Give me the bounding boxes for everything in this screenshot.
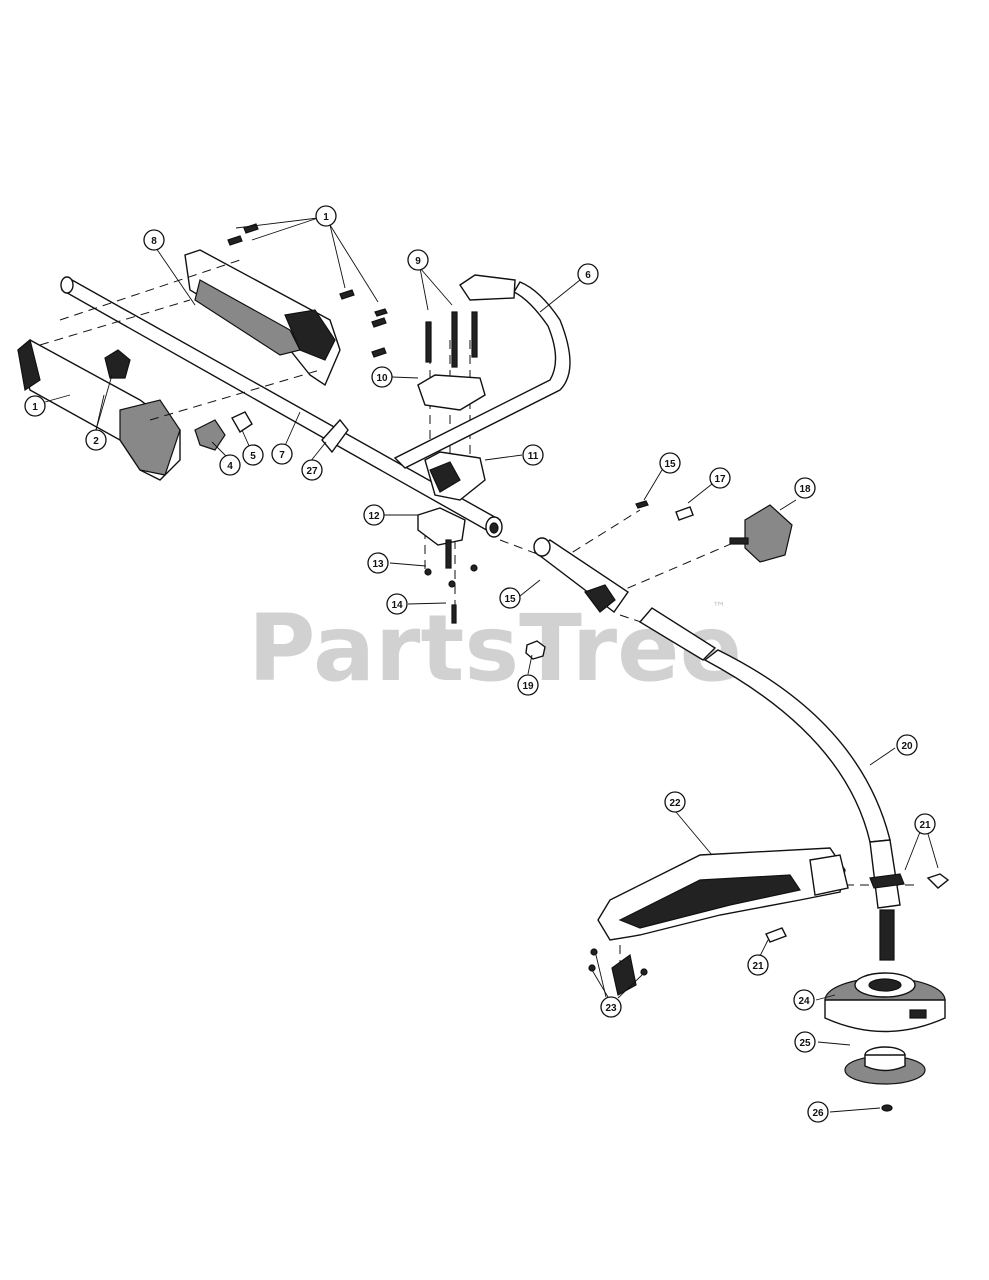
callout-1-left: 1 [24,395,46,417]
callout-25: 25 [794,1031,816,1053]
callout-14: 14 [386,593,408,615]
callout-12: 12 [363,504,385,526]
loop-handle-grip [459,274,516,301]
handle-clamp-assembly [417,311,486,501]
svg-text:21: 21 [752,961,764,972]
svg-text:20: 20 [901,741,913,752]
svg-text:6: 6 [585,270,591,281]
callout-21-right: 21 [914,813,936,835]
callout-22: 22 [664,791,686,813]
callout-2: 2 [85,429,107,451]
svg-text:27: 27 [306,466,318,477]
callout-8: 8 [143,229,165,251]
callout-15-bottom: 15 [499,587,521,609]
callout-24: 24 [793,989,815,1011]
svg-text:14: 14 [391,600,403,611]
shaft-clamp [417,507,478,624]
callout-17: 17 [709,467,731,489]
watermark-trademark: ™ [712,600,726,616]
callout-19: 19 [517,674,539,696]
lower-shaft [638,607,901,961]
line-cutter [588,948,648,996]
svg-text:1: 1 [323,212,329,223]
throttle-trigger [194,419,226,451]
callout-6: 6 [577,263,599,285]
callout-11: 11 [522,444,544,466]
svg-text:15: 15 [664,459,676,470]
svg-text:25: 25 [799,1038,811,1049]
callout-4: 4 [219,454,241,476]
spool-housing [824,972,946,1033]
watermark-text: PartsTree [248,595,742,702]
callout-9: 9 [407,249,429,271]
svg-text:10: 10 [376,373,388,384]
svg-text:12: 12 [368,511,380,522]
callout-27: 27 [301,459,323,481]
leader-lines [44,217,939,1113]
svg-text:18: 18 [799,484,811,495]
callout-26: 26 [807,1101,829,1123]
callout-7: 7 [271,443,293,465]
svg-text:17: 17 [714,474,726,485]
svg-text:5: 5 [250,451,256,462]
upper-handle-housing [184,249,341,387]
svg-text:19: 19 [522,681,534,692]
svg-text:15: 15 [504,594,516,605]
lower-handle-housing [17,338,181,481]
callout-5: 5 [242,444,264,466]
loop-handle [393,281,571,469]
trimmer-shield [597,847,950,943]
callout-23: 23 [600,996,622,1018]
callout-13: 13 [367,552,389,574]
svg-text:11: 11 [528,451,539,462]
svg-text:4: 4 [227,461,233,472]
trigger-spring [231,411,253,433]
upper-shaft [60,276,503,538]
svg-text:9: 9 [415,256,421,267]
throttle-button [104,349,131,379]
svg-text:1: 1 [32,402,38,413]
svg-text:8: 8 [151,236,157,247]
callout-18: 18 [794,477,816,499]
housing-screws [227,223,388,358]
svg-text:7: 7 [279,450,285,461]
callout-1-top: 1 [315,205,337,227]
coupler-knob [729,504,793,563]
svg-text:26: 26 [812,1108,824,1119]
svg-text:22: 22 [669,798,681,809]
svg-text:13: 13 [372,559,384,570]
svg-text:23: 23 [605,1003,617,1014]
spool [844,1046,926,1112]
shaft-coupler [533,500,694,613]
callout-15-top: 15 [659,452,681,474]
callout-10: 10 [371,366,393,388]
svg-text:2: 2 [93,436,99,447]
svg-text:21: 21 [919,820,931,831]
svg-text:24: 24 [798,996,810,1007]
hex-nut [525,640,546,660]
callout-21-bottom: 21 [747,954,769,976]
callout-20: 20 [896,734,918,756]
